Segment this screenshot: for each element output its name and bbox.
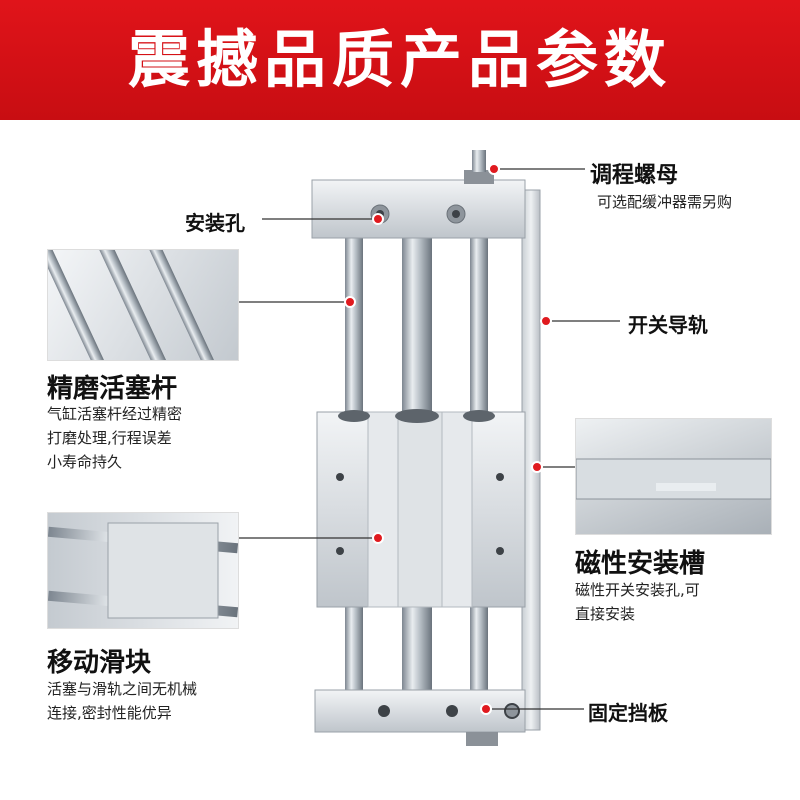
inset-slider-photo (47, 512, 239, 629)
inset-piston-rod-photo (47, 249, 239, 361)
label-piston-rod: 精磨活塞杆 (47, 374, 178, 404)
label-magnetic-slot: 磁性安装槽 (575, 549, 706, 579)
desc-adjust-nut: 可选配缓冲器需另购 (597, 193, 733, 211)
desc-magnetic-slot-line2: 直接安装 (575, 605, 636, 623)
adjust-nut (464, 170, 494, 184)
desc-piston-rod-line2: 打磨处理,行程误差 (47, 429, 172, 447)
fixed-plate (314, 689, 526, 733)
label-mount-hole: 安装孔 (185, 211, 245, 235)
callout-dot-icon (344, 163, 552, 715)
label-switch-rail: 开关导轨 (628, 313, 708, 337)
desc-magnetic-slot-line1: 磁性开关安装孔,可 (575, 581, 700, 599)
desc-piston-rod-line1: 气缸活塞杆经过精密 (47, 405, 183, 423)
top-plate (311, 179, 526, 239)
label-slider: 移动滑块 (47, 648, 152, 678)
label-adjust-nut: 调程螺母 (590, 163, 679, 188)
inset-magnetic-slot-photo (575, 418, 772, 535)
desc-slider-line2: 连接,密封性能优异 (47, 704, 172, 722)
page-title: 震撼品质产品参数 (127, 23, 672, 96)
desc-piston-rod-line3: 小寿命持久 (47, 453, 123, 471)
header-banner: 震撼品质产品参数 (0, 0, 800, 120)
label-fixed-plate: 固定挡板 (588, 701, 668, 725)
desc-slider-line1: 活塞与滑轨之间无机械 (47, 680, 198, 698)
